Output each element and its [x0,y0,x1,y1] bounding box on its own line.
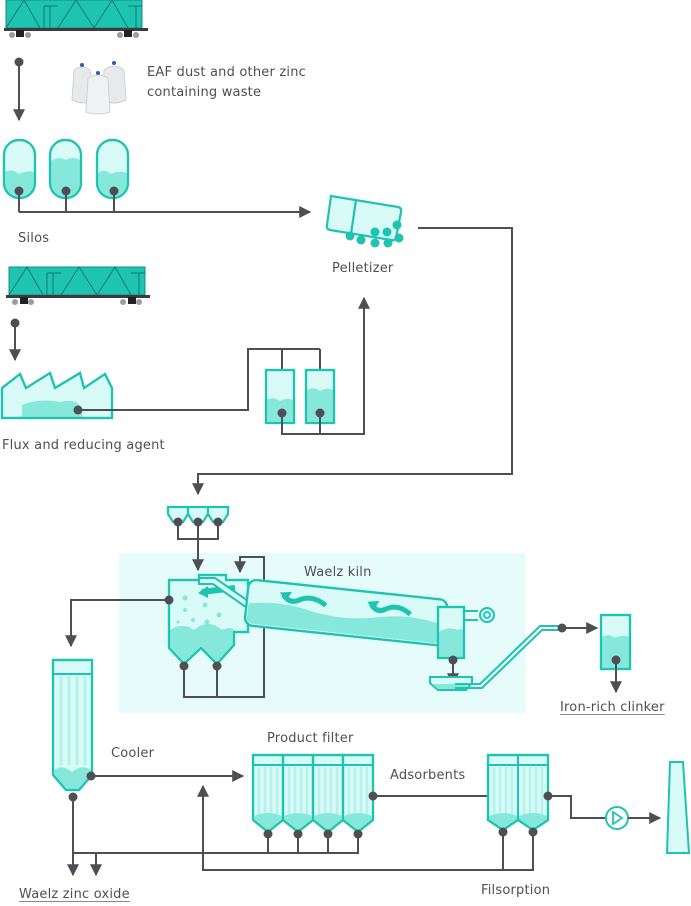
rail-wagon-1 [4,0,148,38]
flux-bins [264,368,336,425]
flow-silos-to-pelletizer [14,186,311,213]
product-filter [251,753,378,853]
link-waelz-zinc-oxide[interactable]: Waelz zinc oxide [19,887,130,902]
waelz-kiln [243,578,495,660]
label-adsorbents: Adsorbents [390,768,466,783]
label-waelz-kiln: Waelz kiln [304,565,372,580]
flux-storage [0,371,114,420]
flow-to-waelz-zinc-oxide [67,797,359,877]
flow-wagon2-to-flux [9,318,21,362]
silos [2,138,130,200]
clinker-bin [599,613,632,694]
label-cooler: Cooler [111,746,155,761]
label-silos: Silos [18,231,50,246]
big-bags-icon [71,61,127,115]
link-iron-rich-clinker[interactable]: Iron-rich clinker [560,700,665,715]
silo-2 [48,138,83,200]
label-product-filter: Product filter [267,731,354,746]
flow-wagon-to-silos [13,57,25,122]
flow-filsorption-return [197,784,534,871]
settling-chamber [167,573,250,671]
label-filsorption: Filsorption [481,883,551,898]
pelletizer [325,194,404,248]
flow-chamber-to-cooler [65,595,174,648]
stack [665,761,691,854]
flow-bins-to-pelletizer [277,296,370,435]
feed-hoppers [166,505,230,570]
filsorption-unit [486,753,553,837]
label-eaf-dust-line1: EAF dust and other zinc [147,65,306,80]
silo-3 [95,138,130,200]
rail-wagon-2 [6,266,150,305]
label-flux: Flux and reducing agent [2,438,165,453]
flow-to-stack [548,795,662,830]
fan-icon [605,806,629,830]
flow-kiln-to-clinker [429,622,599,691]
silo-1 [2,138,37,200]
flow-pelletizer-to-hoppers [192,227,513,496]
cooler [51,658,96,802]
label-eaf-dust-line2: containing waste [147,85,262,100]
label-pelletizer: Pelletizer [332,261,394,276]
